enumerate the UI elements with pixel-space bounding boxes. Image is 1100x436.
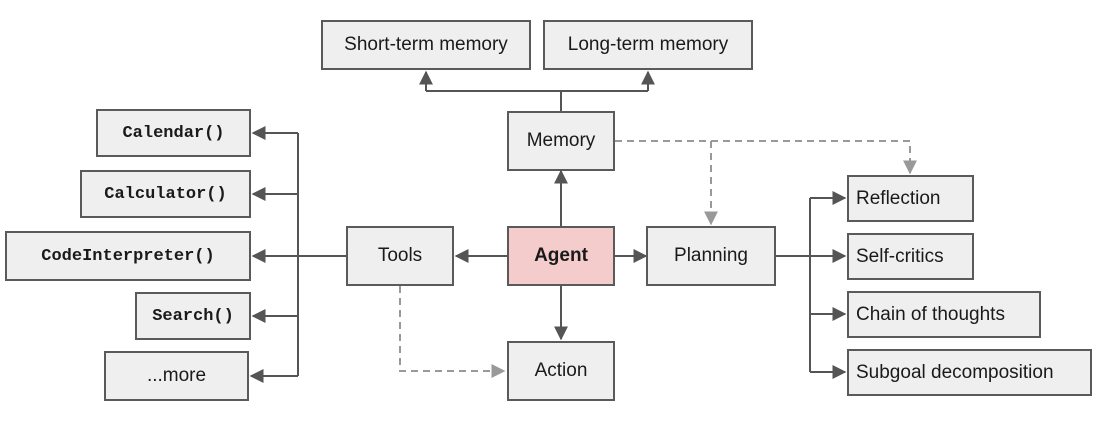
- memory-dashed-connector: [615, 140, 917, 226]
- planning-subgoal-decomposition-node: Subgoal decomposition: [847, 349, 1092, 396]
- tools-list-connector: [249, 126, 346, 383]
- tools-to-action-dashed-arrow: [399, 286, 506, 378]
- tool-code-interpreter-node: CodeInterpreter(): [5, 231, 251, 281]
- tool-search-node: Search(): [135, 292, 251, 340]
- planning-list-connector: [776, 191, 847, 379]
- tool-calculator-node: Calculator(): [80, 170, 251, 218]
- memory-split-connector: [419, 70, 655, 111]
- tool-more-node: ...more: [104, 351, 249, 401]
- planning-reflection-node: Reflection: [847, 175, 974, 222]
- memory-node: Memory: [507, 111, 615, 171]
- tools-node: Tools: [346, 226, 454, 286]
- action-node: Action: [507, 341, 615, 401]
- planning-self-critics-node: Self-critics: [847, 233, 974, 280]
- tool-calendar-node: Calendar(): [96, 109, 251, 157]
- planning-node: Planning: [646, 226, 776, 286]
- agent-node: Agent: [507, 226, 615, 286]
- short-term-memory-node: Short-term memory: [321, 20, 531, 70]
- long-term-memory-node: Long-term memory: [543, 20, 753, 70]
- planning-chain-of-thoughts-node: Chain of thoughts: [847, 291, 1041, 338]
